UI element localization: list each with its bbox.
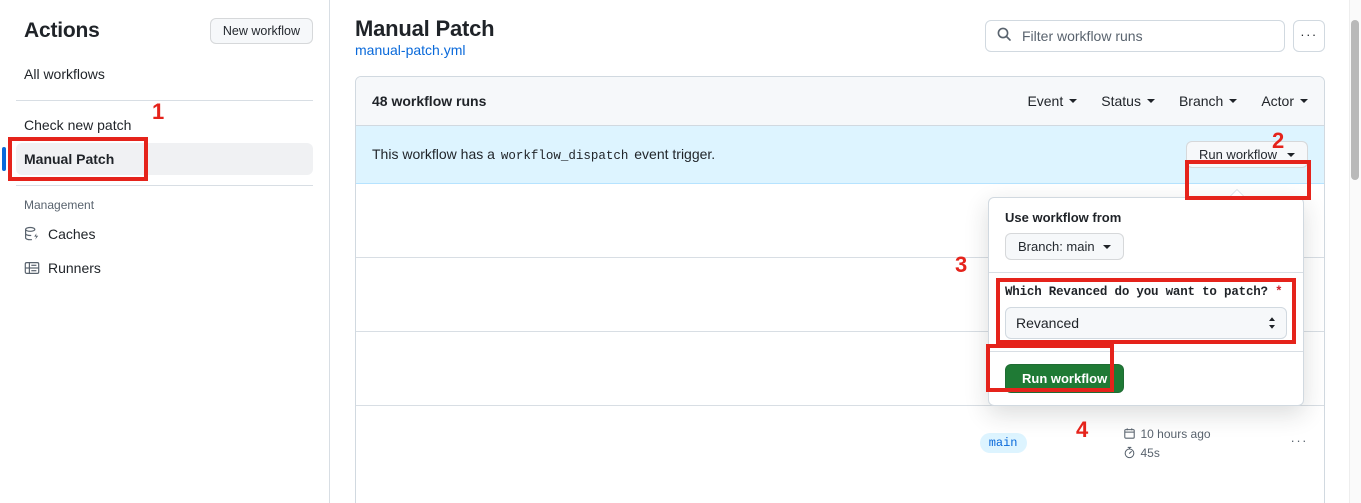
sidebar: Actions New workflow All workflows Check…	[0, 0, 330, 503]
sidebar-item-label: All workflows	[24, 66, 105, 82]
run-workflow-submit-button[interactable]: Run workflow	[1005, 364, 1125, 393]
run-workflow-panel: Use workflow from Branch: main Which Rev…	[988, 197, 1304, 406]
filter-label: Actor	[1261, 93, 1294, 109]
run-duration: 45s	[1123, 446, 1273, 460]
sidebar-item-label: Caches	[48, 226, 96, 242]
chevron-down-icon	[1146, 99, 1155, 103]
page-scrollbar-thumb[interactable]	[1351, 20, 1359, 180]
run-date-text: 10 hours ago	[1140, 426, 1211, 441]
run-duration-text: 45s	[1140, 445, 1160, 460]
sidebar-divider	[16, 100, 313, 101]
chevron-down-icon	[1229, 99, 1238, 103]
main-header: Manual Patch manual-patch.yml ···	[355, 0, 1325, 60]
revanced-select-value: Revanced	[1016, 315, 1080, 331]
database-bolt-icon	[24, 226, 40, 242]
new-workflow-button[interactable]: New workflow	[209, 18, 313, 44]
chevron-down-icon	[1069, 99, 1078, 103]
row-more-options-button[interactable]: ···	[1290, 433, 1308, 448]
runs-filters: Event Status Branch Actor	[1027, 93, 1308, 109]
server-icon	[24, 260, 40, 276]
more-options-button[interactable]: ···	[1293, 20, 1325, 52]
calendar-icon	[1123, 428, 1135, 439]
dispatch-event-code: workflow_dispatch	[500, 149, 629, 163]
header-actions: ···	[985, 20, 1325, 52]
search-icon	[996, 26, 1012, 47]
sidebar-header: Actions New workflow	[16, 0, 313, 56]
filter-actor[interactable]: Actor	[1261, 93, 1308, 109]
run-workflow-button-label: Run workflow	[1198, 147, 1277, 162]
sidebar-item-label: Check new patch	[24, 117, 132, 133]
runs-header: 48 workflow runs Event Status Branch	[356, 77, 1324, 126]
branch-select-button[interactable]: Branch: main	[1005, 233, 1124, 260]
search-box[interactable]	[985, 20, 1285, 52]
sidebar-group-management: Management	[24, 198, 95, 212]
required-marker: *	[1275, 285, 1283, 299]
dispatch-text-after: event trigger.	[634, 146, 716, 162]
select-arrows-icon	[1267, 315, 1277, 331]
use-workflow-from-label: Use workflow from	[1005, 210, 1122, 225]
filter-event[interactable]: Event	[1027, 93, 1078, 109]
workflow-input-section: Which Revanced do you want to patch? * R…	[989, 272, 1303, 351]
dispatch-banner-text: This workflow has a workflow_dispatch ev…	[372, 146, 715, 163]
workflow-file-link[interactable]: manual-patch.yml	[355, 42, 466, 58]
run-date: 10 hours ago	[1123, 427, 1273, 441]
stopwatch-icon	[1124, 446, 1134, 459]
table-row[interactable]: main 10 hours ago	[356, 406, 1324, 480]
filter-label: Status	[1101, 93, 1141, 109]
workflow-input-label-text: Which Revanced do you want to patch?	[1005, 285, 1268, 299]
search-input[interactable]	[1020, 27, 1274, 45]
chevron-down-icon	[1300, 99, 1308, 103]
sidebar-divider	[16, 185, 313, 186]
use-workflow-from-section: Use workflow from Branch: main	[989, 198, 1303, 272]
runs-count-label: 48 workflow runs	[372, 93, 487, 109]
run-meta: 10 hours ago 45s	[1123, 427, 1273, 460]
revanced-select[interactable]: Revanced	[1005, 307, 1287, 339]
sidebar-item-label: Manual Patch	[24, 151, 115, 167]
filter-status[interactable]: Status	[1101, 93, 1155, 109]
page-heading-block: Manual Patch manual-patch.yml	[355, 16, 495, 60]
sidebar-item-manual-patch[interactable]: Manual Patch	[2, 143, 313, 175]
branch-select-label: Branch: main	[1018, 239, 1095, 254]
run-workflow-dropdown-button[interactable]: Run workflow	[1185, 141, 1308, 168]
page-title: Manual Patch	[355, 16, 495, 41]
sidebar-item-all-workflows[interactable]: All workflows	[16, 58, 313, 90]
filter-label: Branch	[1178, 93, 1224, 109]
workflow-input-label: Which Revanced do you want to patch? *	[1005, 285, 1287, 299]
dispatch-text-before: This workflow has a	[372, 146, 495, 162]
page-scrollbar-track[interactable]	[1349, 0, 1361, 503]
sidebar-item-label: Runners	[48, 260, 101, 276]
sidebar-title: Actions	[24, 19, 100, 42]
branch-badge[interactable]: main	[979, 433, 1027, 453]
filter-label: Event	[1027, 93, 1064, 109]
workflow-submit-section: Run workflow	[989, 351, 1303, 405]
sidebar-item-caches[interactable]: Caches	[16, 218, 313, 250]
chevron-down-icon	[1102, 244, 1111, 249]
sidebar-item-check-new-patch[interactable]: Check new patch	[16, 109, 313, 141]
sidebar-nav: All workflows Check new patch Manual Pat…	[2, 58, 313, 284]
workflow-dispatch-banner: This workflow has a workflow_dispatch ev…	[356, 126, 1324, 184]
sidebar-item-runners[interactable]: Runners	[16, 252, 313, 284]
filter-branch[interactable]: Branch	[1178, 93, 1238, 109]
chevron-down-icon	[1287, 152, 1295, 157]
